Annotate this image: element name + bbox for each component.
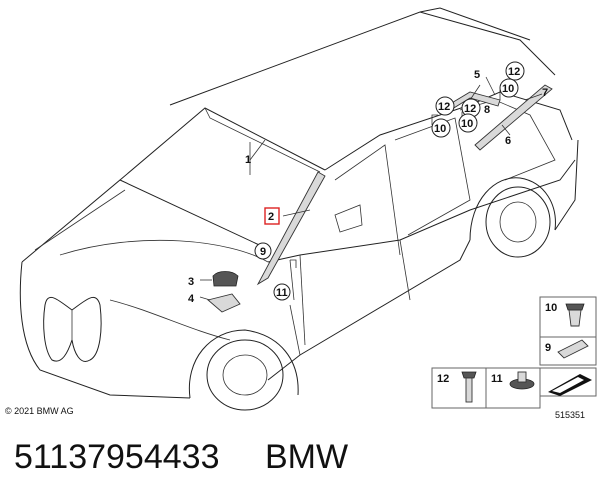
leader-lines: [199, 76, 543, 301]
legend-label-9: 9: [545, 342, 551, 354]
legend-label-11: 11: [491, 373, 503, 385]
legend-box-11: [485, 367, 541, 409]
callout-2-highlight: [264, 207, 280, 225]
figure-number: 515351: [555, 410, 585, 420]
callout-11: 11: [276, 287, 288, 299]
callout-10-left: 10: [434, 123, 446, 135]
trim-parts: [207, 84, 553, 313]
parts-diagram: 1 2 3 4 5 6 7 8 9 11 12 10 12 10 12 10 1…: [5, 7, 597, 420]
callout-6: 6: [505, 135, 511, 147]
part-number: 51137954433: [14, 438, 220, 476]
part-caption: 51137954433 BMW: [14, 438, 594, 494]
callout-8: 8: [484, 104, 490, 116]
car-outline: [19, 7, 579, 411]
legend-label-10: 10: [545, 302, 557, 314]
screw-12-icon: [461, 371, 477, 379]
fastener-legend: 10 9 12 11: [431, 296, 597, 409]
callout-1: 1: [245, 154, 251, 166]
callout-9: 9: [260, 246, 266, 258]
callout-2: 2: [268, 211, 274, 223]
callout-12-top: 12: [508, 66, 520, 78]
callout-12-right: 12: [464, 103, 476, 115]
clip-9-icon: [557, 339, 589, 359]
brand-name: BMW: [264, 438, 349, 476]
callout-5: 5: [474, 69, 480, 81]
callout-7: 7: [542, 87, 548, 99]
callout-12-mid: 12: [438, 101, 450, 113]
callout-10-right: 10: [461, 118, 473, 130]
callout-3: 3: [188, 276, 194, 288]
callouts: 1 2 3 4 5 6 7 8 9 11 12 10 12 10 12 10: [188, 61, 548, 305]
legend-label-12: 12: [437, 373, 449, 385]
copyright-text: © 2021 BMW AG: [5, 406, 74, 416]
callout-10-top: 10: [502, 83, 514, 95]
clip-10-icon: [565, 303, 585, 311]
legend-box-12: [431, 367, 487, 409]
callout-4: 4: [188, 293, 195, 305]
